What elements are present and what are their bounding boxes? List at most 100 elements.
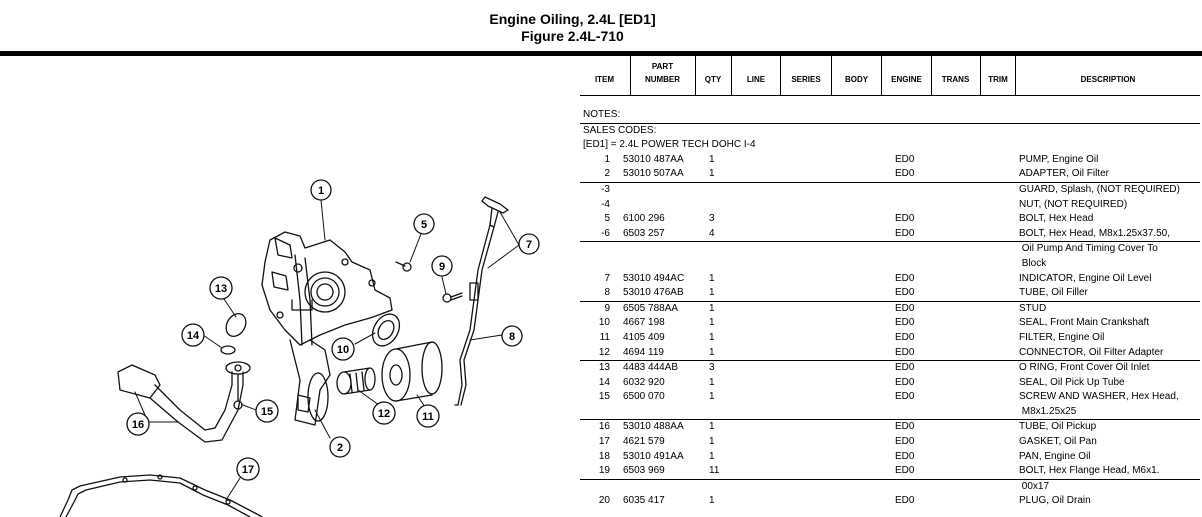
quantity: 1 [709, 436, 715, 448]
description: PAN, Engine Oil [1019, 450, 1091, 462]
item-number: 13 [598, 362, 610, 374]
description: GUARD, Splash, (NOT REQUIRED) [1019, 183, 1180, 195]
part-number: 4694 119 [623, 346, 664, 358]
part-number: 4621 579 [623, 436, 665, 448]
oil-filter-drawing [381, 341, 443, 402]
quantity: 11 [709, 465, 720, 477]
item-number: 11 [599, 331, 610, 343]
page-title: Engine Oiling, 2.4L [ED1] [489, 11, 656, 27]
oil-pan-gasket-drawing [59, 474, 263, 517]
engine-code: ED0 [895, 168, 915, 180]
column-separator [731, 56, 732, 96]
svg-text:1: 1 [318, 185, 324, 197]
engine-code: ED0 [895, 302, 915, 314]
description: PLUG, Oil Drain [1019, 495, 1091, 507]
header-body: BODY [844, 75, 869, 84]
part-number: 53010 488AA [623, 421, 684, 433]
column-separator [630, 56, 631, 96]
quantity: 3 [709, 213, 715, 225]
notes-label: NOTES: [583, 109, 621, 120]
header-series: SERIES [791, 75, 821, 84]
quantity: 1 [709, 168, 715, 180]
svg-text:10: 10 [337, 344, 349, 356]
table-row-continuation: Oil Pump And Timing Cover To [580, 241, 1200, 257]
callout-9: 9 [431, 255, 453, 277]
callout-14: 14 [181, 323, 205, 347]
svg-text:7: 7 [526, 239, 532, 251]
part-number: 53010 507AA [623, 168, 684, 180]
callout-7: 7 [518, 233, 540, 255]
sales-code-row: [ED1] = 2.4L POWER TECH DOHC I-4 [580, 138, 1200, 153]
callout-16: 16 [126, 412, 150, 436]
bolt-5-drawing [395, 261, 412, 272]
item-number: -6 [601, 227, 610, 239]
engine-code: ED0 [895, 362, 915, 374]
table-row-continuation: 00x17 [580, 478, 1200, 495]
description: FILTER, Engine Oil [1019, 331, 1105, 343]
item-number: 14 [598, 376, 610, 388]
engine-code: ED0 [895, 153, 915, 165]
description: M8x1.25x25 [1019, 405, 1077, 417]
description: O RING, Front Cover Oil Inlet [1019, 362, 1150, 374]
quantity: 1 [709, 421, 715, 433]
quantity: 1 [709, 346, 715, 358]
quantity: 1 [709, 495, 715, 507]
connector-drawing [336, 367, 376, 395]
table-row-continuation: Block [580, 257, 1200, 272]
quantity: 4 [709, 227, 715, 239]
stud-9-drawing [442, 292, 463, 303]
callout-8: 8 [501, 325, 523, 347]
parts-diagram: 1 2 5 7 8 9 10 11 12 13 14 15 16 17 [59, 179, 540, 517]
description: STUD [1019, 302, 1047, 314]
item-number: 17 [598, 436, 610, 448]
description: GASKET, Oil Pan [1019, 436, 1097, 448]
column-separator [695, 56, 696, 96]
description: TUBE, Oil Filler [1019, 287, 1088, 299]
column-separator [980, 56, 981, 96]
engine-code: ED0 [895, 376, 915, 388]
svg-text:12: 12 [378, 408, 390, 420]
callout-11: 11 [416, 404, 440, 428]
description: CONNECTOR, Oil Filter Adapter [1019, 346, 1164, 358]
quantity: 1 [709, 450, 715, 462]
engine-code: ED0 [895, 391, 915, 403]
description: PUMP, Engine Oil [1019, 153, 1099, 165]
engine-code: ED0 [895, 213, 915, 225]
sales-codes-label: SALES CODES: [583, 124, 657, 136]
item-number: 8 [604, 287, 610, 299]
description: SCREW AND WASHER, Hex Head, [1019, 391, 1179, 403]
part-number: 6505 788AA [623, 302, 679, 314]
quantity: 3 [709, 362, 715, 374]
sales-code: [ED1] = 2.4L POWER TECH DOHC I-4 [583, 139, 756, 151]
engine-code: ED0 [895, 495, 915, 507]
callout-17: 17 [236, 457, 260, 481]
item-number: 18 [598, 450, 610, 462]
column-separator [881, 56, 882, 96]
part-number: 6503 257 [623, 227, 665, 239]
description: NUT, (NOT REQUIRED) [1019, 198, 1128, 210]
svg-text:14: 14 [187, 330, 200, 342]
part-number: 4105 409 [623, 331, 665, 343]
description: 00x17 [1019, 480, 1050, 492]
header-trim: TRIM [988, 75, 1008, 84]
callout-5: 5 [413, 213, 435, 235]
engine-code: ED0 [895, 421, 915, 433]
engine-code: ED0 [895, 317, 915, 329]
title-rule [0, 51, 1202, 56]
notes-row: NOTES: [580, 108, 1200, 123]
svg-text:15: 15 [261, 406, 273, 418]
description: BOLT, Hex Flange Head, M6x1. [1019, 465, 1160, 477]
description: Oil Pump And Timing Cover To [1019, 243, 1158, 255]
